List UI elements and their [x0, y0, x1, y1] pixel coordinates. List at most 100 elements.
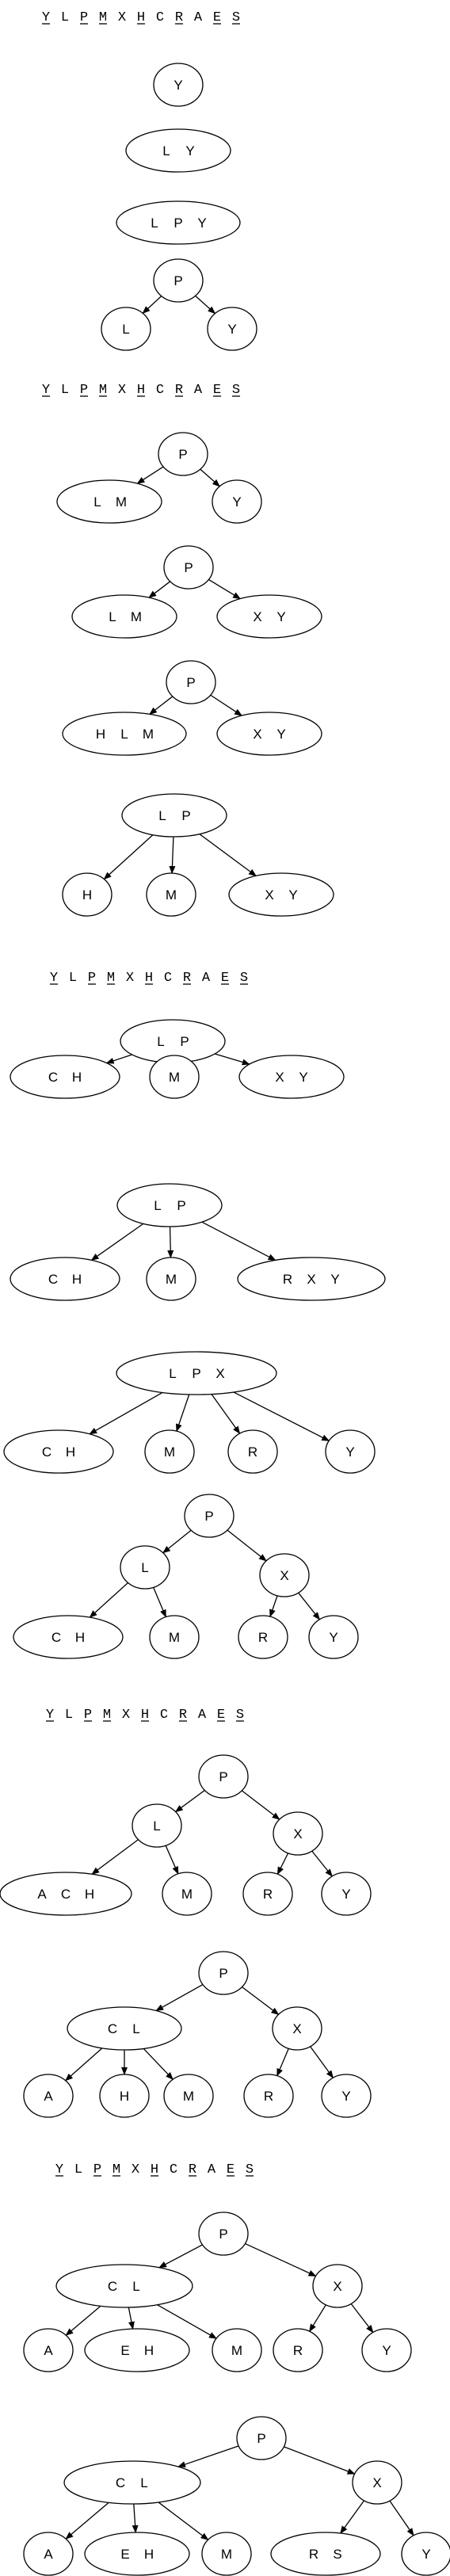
- tree-node: X: [273, 1811, 323, 1856]
- sequence-letter: A: [194, 10, 203, 25]
- node-key: M: [169, 1630, 180, 1645]
- node-ellipse: [352, 2460, 402, 2505]
- sequence-letter: P: [80, 383, 88, 398]
- sequence-letter: S: [240, 971, 248, 986]
- sequence-letter: M: [107, 971, 115, 986]
- node-key: L: [109, 609, 116, 624]
- node-key: A: [37, 1887, 47, 1902]
- tree-node: H: [99, 2074, 150, 2118]
- node-ellipse: [149, 1615, 200, 1659]
- node-ellipse: [13, 1615, 124, 1659]
- tree-edge: [103, 834, 154, 880]
- node-ellipse: [216, 594, 322, 639]
- sequence-letter: R: [179, 1708, 187, 1723]
- node-key: Y: [197, 216, 206, 231]
- sequence-letter: X: [126, 971, 134, 986]
- node-ellipse: [270, 2532, 381, 2576]
- node-ellipse: [146, 1257, 196, 1301]
- tree-node: L: [101, 307, 151, 351]
- tree-node: P: [153, 258, 204, 303]
- node-key: P: [204, 1509, 213, 1524]
- node-key: R: [263, 1887, 273, 1902]
- tree-node: P: [198, 2212, 249, 2256]
- sequence-letter: E: [217, 1708, 225, 1723]
- sequence-letter: H: [137, 383, 145, 398]
- sequence-letter: X: [118, 10, 126, 25]
- node-ellipse: [361, 2328, 412, 2372]
- node-key: H: [85, 1887, 94, 1902]
- node-key: M: [166, 887, 177, 903]
- node-key: R: [293, 2343, 303, 2358]
- tree-edge: [174, 1789, 205, 1813]
- sequence-letter: Y: [55, 2162, 63, 2177]
- tree-node: Y: [325, 1429, 376, 1474]
- node-ellipse: [67, 2006, 182, 2051]
- node-key: Y: [330, 1272, 339, 1287]
- node-key: H: [96, 727, 105, 742]
- node-ellipse: [10, 1055, 120, 1099]
- tree-node: P: [184, 1494, 235, 1538]
- node-ellipse: [321, 1872, 372, 1916]
- node-ellipse: [312, 2264, 363, 2308]
- tree-node: H: [62, 872, 113, 917]
- node-key: X: [275, 1070, 284, 1085]
- node-ellipse: [198, 1951, 249, 1995]
- node-ellipse: [166, 660, 216, 704]
- tree-edge: [65, 2502, 109, 2540]
- node-ellipse: [144, 1429, 195, 1474]
- node-key: L: [158, 808, 166, 823]
- sequence-letter: H: [137, 10, 145, 25]
- node-key: L: [122, 322, 129, 337]
- node-key: M: [116, 494, 127, 509]
- sequence-letter: P: [84, 1708, 92, 1723]
- tree-node: Y: [401, 2532, 450, 2576]
- sequence-letter: X: [122, 1708, 130, 1723]
- node-key: R: [309, 2547, 318, 2562]
- tree-edge: [143, 2047, 174, 2080]
- node-key: P: [186, 675, 195, 690]
- node-key: A: [44, 2089, 53, 2104]
- tree-edge: [245, 2242, 317, 2277]
- node-key: P: [184, 560, 193, 575]
- node-ellipse: [125, 128, 231, 173]
- tree-node: R: [238, 1615, 288, 1659]
- tree-node: M: [162, 1872, 212, 1916]
- node-key: M: [143, 727, 154, 742]
- node-key: M: [164, 1444, 175, 1460]
- tree-edge: [350, 2303, 374, 2334]
- sequence-letter: S: [232, 383, 240, 398]
- node-key: L: [140, 2475, 147, 2490]
- node-key: M: [183, 2089, 194, 2104]
- node-key: R: [283, 1272, 292, 1287]
- sequence-letter: Y: [46, 1708, 54, 1723]
- sequence-letter: C: [156, 383, 164, 398]
- node-key: H: [82, 887, 92, 903]
- sequence-letter: M: [113, 2162, 120, 2177]
- node-ellipse: [163, 545, 214, 590]
- tree-node: R: [227, 1429, 278, 1474]
- node-ellipse: [201, 2532, 252, 2576]
- node-ellipse: [56, 479, 162, 524]
- tree-edge: [162, 1529, 192, 1554]
- node-key: P: [178, 447, 187, 462]
- sequence-letter: R: [175, 383, 183, 398]
- tree-node: M: [146, 1257, 196, 1301]
- sequence-letter: H: [141, 1708, 149, 1723]
- node-key: C: [108, 2021, 117, 2036]
- tree-edge: [132, 2503, 139, 2534]
- tree-edge: [128, 2307, 135, 2330]
- node-ellipse: [158, 432, 208, 476]
- node-key: P: [219, 1966, 227, 1981]
- tree-edge: [90, 1223, 144, 1261]
